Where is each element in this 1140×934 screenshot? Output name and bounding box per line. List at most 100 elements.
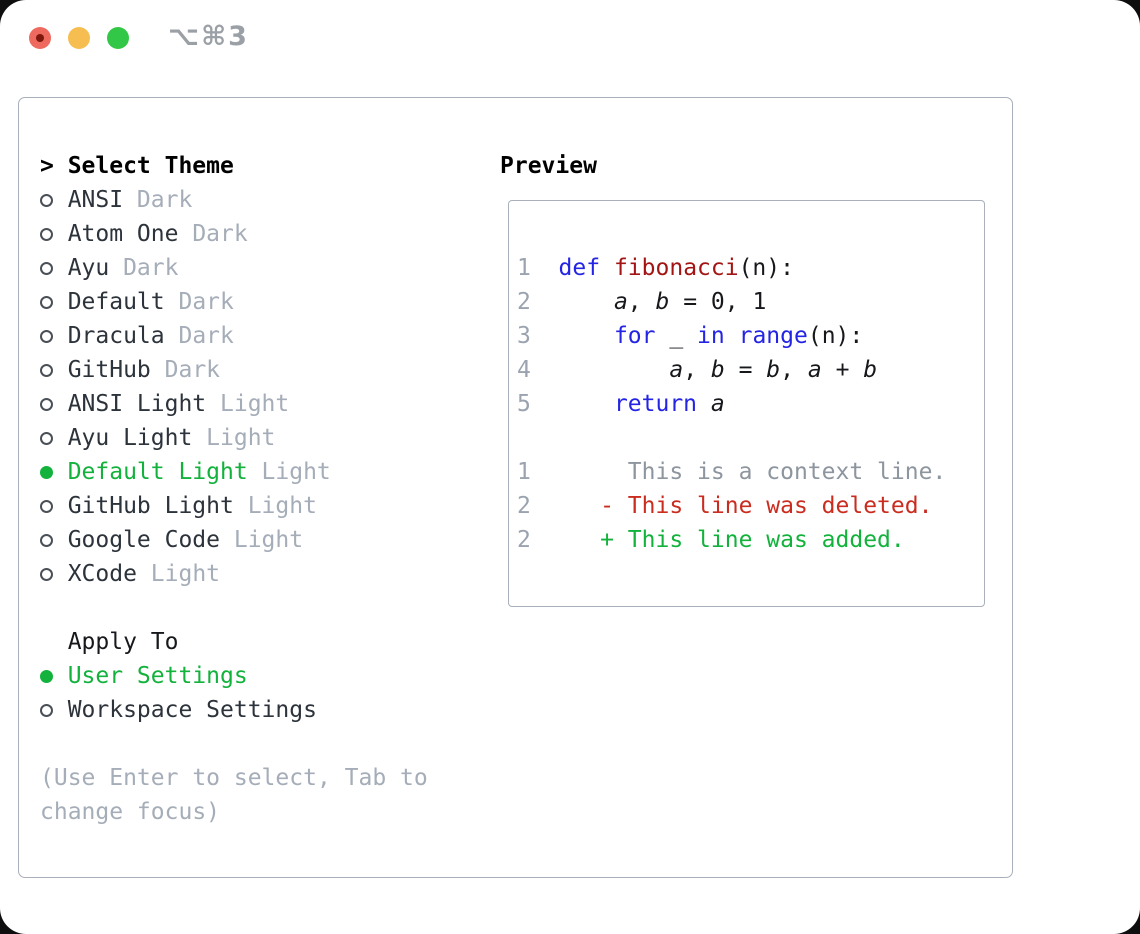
- code-token-var: a: [669, 357, 684, 383]
- option-label: Default Light: [67, 459, 248, 485]
- titlebar: ⌥⌘3: [0, 0, 1140, 70]
- option-label: User Settings: [67, 663, 248, 689]
- code-line: 4 a, b = b, a + b: [517, 353, 946, 387]
- option-variant-label: Light: [206, 425, 276, 451]
- radio-unselected-icon: [40, 363, 53, 377]
- code-line: 3 for _ in range(n):: [517, 319, 946, 353]
- code-token-pl: [600, 255, 614, 281]
- radio-icon[interactable]: [40, 261, 68, 275]
- apply-to-option[interactable]: User Settings: [40, 659, 428, 693]
- code-token-pl: [559, 391, 614, 417]
- radio-icon[interactable]: [40, 397, 68, 411]
- theme-option[interactable]: GitHub Light Light: [40, 489, 428, 523]
- radio-unselected-icon: [40, 499, 53, 513]
- radio-icon[interactable]: [40, 499, 68, 513]
- radio-icon[interactable]: [40, 465, 68, 479]
- radio-icon[interactable]: [40, 533, 68, 547]
- option-label: XCode: [67, 561, 137, 587]
- radio-unselected-icon: [40, 295, 53, 309]
- theme-option[interactable]: Default Light Light: [40, 455, 428, 489]
- option-label: Workspace Settings: [67, 697, 317, 723]
- code-token-pl: [559, 323, 614, 349]
- spacer: [40, 727, 428, 761]
- radio-icon[interactable]: [40, 703, 68, 717]
- radio-icon[interactable]: [40, 329, 68, 343]
- radio-unselected-icon: [40, 329, 53, 343]
- code-line: 5 return a: [517, 387, 946, 421]
- code-token-pl: [725, 323, 739, 349]
- zoom-button[interactable]: [107, 27, 129, 49]
- hint-line: (Use Enter to select, Tab to: [40, 765, 428, 791]
- code-token-pl: =: [724, 357, 767, 383]
- code-token-del: - This line was deleted.: [530, 493, 933, 519]
- option-label: Atom One: [67, 221, 179, 247]
- radio-unselected-icon: [40, 227, 53, 241]
- traffic-lights: [29, 27, 129, 49]
- radio-icon[interactable]: [40, 669, 68, 683]
- code-line: 1 def fibonacci(n):: [517, 251, 946, 285]
- theme-option[interactable]: XCode Light: [40, 557, 428, 591]
- theme-option[interactable]: Ayu Light Light: [40, 421, 428, 455]
- option-label: Ayu Light: [67, 425, 193, 451]
- close-button[interactable]: [29, 27, 51, 49]
- code-token-num: 2: [517, 493, 531, 519]
- option-variant-label: Dark: [123, 255, 179, 281]
- option-label: GitHub Light: [67, 493, 234, 519]
- radio-unselected-icon: [40, 567, 53, 581]
- code-token-fn: fibonacci: [613, 255, 739, 281]
- code-token-add: + This line was added.: [530, 527, 905, 553]
- option-label: ANSI Light: [67, 391, 207, 417]
- option-variant-label: Dark: [164, 357, 221, 383]
- code-token-num: 1: [517, 255, 559, 281]
- radio-icon[interactable]: [40, 227, 68, 241]
- option-label: Dracula: [67, 323, 165, 349]
- code-token-num: 2: [517, 527, 531, 553]
- option-variant-label: Dark: [136, 187, 193, 213]
- radio-selected-icon: [40, 669, 53, 683]
- code-token-var: b: [710, 357, 725, 383]
- option-label: Default: [67, 289, 165, 315]
- code-line: 2 + This line was added.: [517, 523, 946, 557]
- code-token-pl: (n):: [738, 255, 794, 281]
- option-variant-label: Light: [261, 459, 331, 485]
- code-token-pl: ,: [683, 357, 711, 383]
- code-token-num: 2: [517, 289, 559, 315]
- option-variant-label: Light: [247, 493, 317, 519]
- code-token-kw: in: [697, 323, 725, 349]
- apply-to-option[interactable]: Workspace Settings: [40, 693, 428, 727]
- theme-option[interactable]: Ayu Dark: [40, 251, 428, 285]
- code-token-var: b: [863, 357, 878, 383]
- code-token-num: 5: [517, 391, 559, 417]
- option-label: Ayu: [67, 255, 110, 281]
- hint-text: (Use Enter to select, Tab to change focus…: [40, 761, 428, 829]
- radio-selected-icon: [40, 465, 53, 479]
- radio-icon[interactable]: [40, 363, 68, 377]
- radio-icon[interactable]: [40, 193, 68, 207]
- preview-title: Preview: [500, 153, 597, 179]
- code-token-pl: [697, 391, 711, 417]
- code-line: 2 a, b = 0, 1: [517, 285, 946, 319]
- selection-arrow-icon: >: [40, 153, 54, 179]
- radio-icon[interactable]: [40, 295, 68, 309]
- radio-icon[interactable]: [40, 567, 68, 581]
- code-token-pl: (n):: [807, 323, 864, 349]
- hint-line: change focus): [40, 799, 221, 825]
- radio-unselected-icon: [40, 397, 53, 411]
- minimize-button[interactable]: [68, 27, 90, 49]
- code-token-var: a: [807, 357, 822, 383]
- option-variant-label: Light: [150, 561, 221, 587]
- preview-box: [508, 200, 985, 607]
- radio-unselected-icon: [40, 431, 53, 445]
- radio-icon[interactable]: [40, 431, 68, 445]
- code-token-num: 1: [517, 459, 531, 485]
